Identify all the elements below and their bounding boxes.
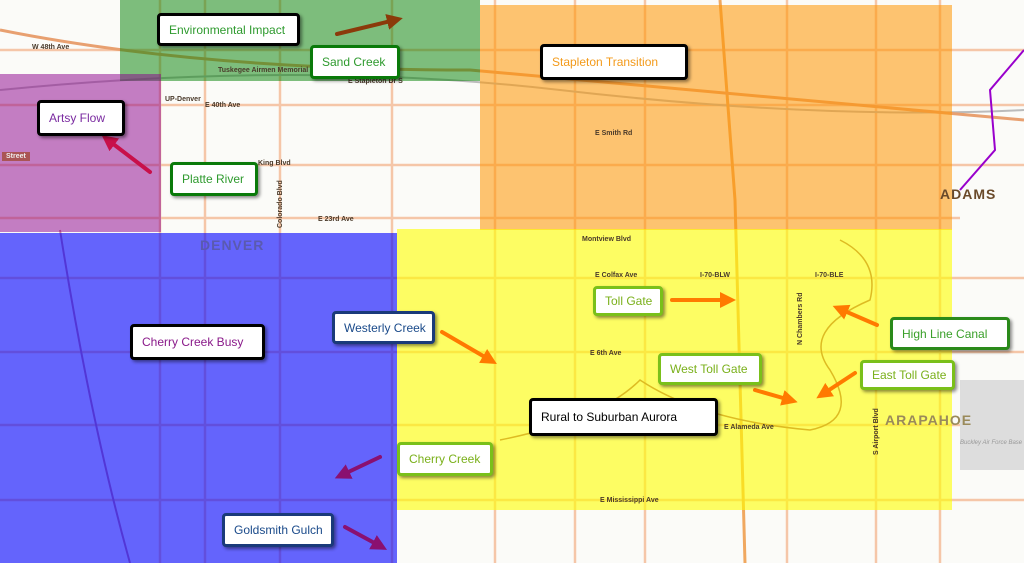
label-sand-creek[interactable]: Sand Creek (310, 45, 400, 79)
label-artsy-flow[interactable]: Artsy Flow (37, 100, 125, 136)
air-base-area (960, 380, 1024, 470)
label-toll-gate[interactable]: Toll Gate (593, 286, 663, 316)
label-stapleton-transition[interactable]: Stapleton Transition (540, 44, 688, 80)
road-e23: E 23rd Ave (318, 216, 354, 223)
cherry-creek-zone (0, 233, 397, 563)
label-cherry-creek-busy[interactable]: Cherry Creek Busy (130, 324, 265, 360)
road-i70blw: I-70-BLW (700, 272, 730, 279)
road-tuskegee: Tuskegee Airmen Memorial (218, 67, 309, 74)
road-w48: W 48th Ave (32, 44, 70, 51)
label-rural-to-suburban-aurora[interactable]: Rural to Suburban Aurora (529, 398, 718, 436)
road-stapleton: E Stapleton Dr S (348, 78, 403, 85)
road-king: King Blvd (258, 160, 291, 167)
road-colorado: Colorado Blvd (277, 180, 284, 228)
road-e40: E 40th Ave (205, 102, 241, 109)
label-east-toll-gate[interactable]: East Toll Gate (860, 360, 955, 390)
base-label: Buckley Air Force Base (960, 440, 1023, 446)
label-cherry-creek[interactable]: Cherry Creek (397, 442, 493, 476)
road-airport: S Airport Blvd (873, 408, 880, 455)
stapleton-zone (480, 5, 952, 230)
road-chambers: N Chambers Rd (797, 292, 804, 345)
region-arapahoe: ARAPAHOE (885, 412, 973, 428)
region-adams: ADAMS (940, 186, 997, 202)
road-colfax: E Colfax Ave (595, 272, 638, 279)
road-i70ble: I-70-BLE (815, 272, 844, 279)
region-denver: DENVER (200, 237, 265, 253)
label-goldsmith-gulch[interactable]: Goldsmith Gulch (222, 513, 334, 547)
road-smith: E Smith Rd (595, 130, 633, 137)
county-line (959, 49, 1024, 191)
street-label: Street (2, 152, 30, 161)
road-updenver: UP-Denver (165, 96, 201, 103)
road-mississippi: E Mississippi Ave (600, 497, 659, 504)
label-westerly-creek[interactable]: Westerly Creek (332, 311, 435, 344)
road-montview: Montview Blvd (582, 236, 632, 243)
road-alameda: E Alameda Ave (724, 424, 774, 431)
label-platte-river[interactable]: Platte River (170, 162, 258, 196)
label-high-line-canal[interactable]: High Line Canal (890, 317, 1010, 350)
label-west-toll-gate[interactable]: West Toll Gate (658, 353, 762, 385)
road-e6: E 6th Ave (590, 350, 622, 357)
label-environmental-impact[interactable]: Environmental Impact (157, 13, 300, 46)
